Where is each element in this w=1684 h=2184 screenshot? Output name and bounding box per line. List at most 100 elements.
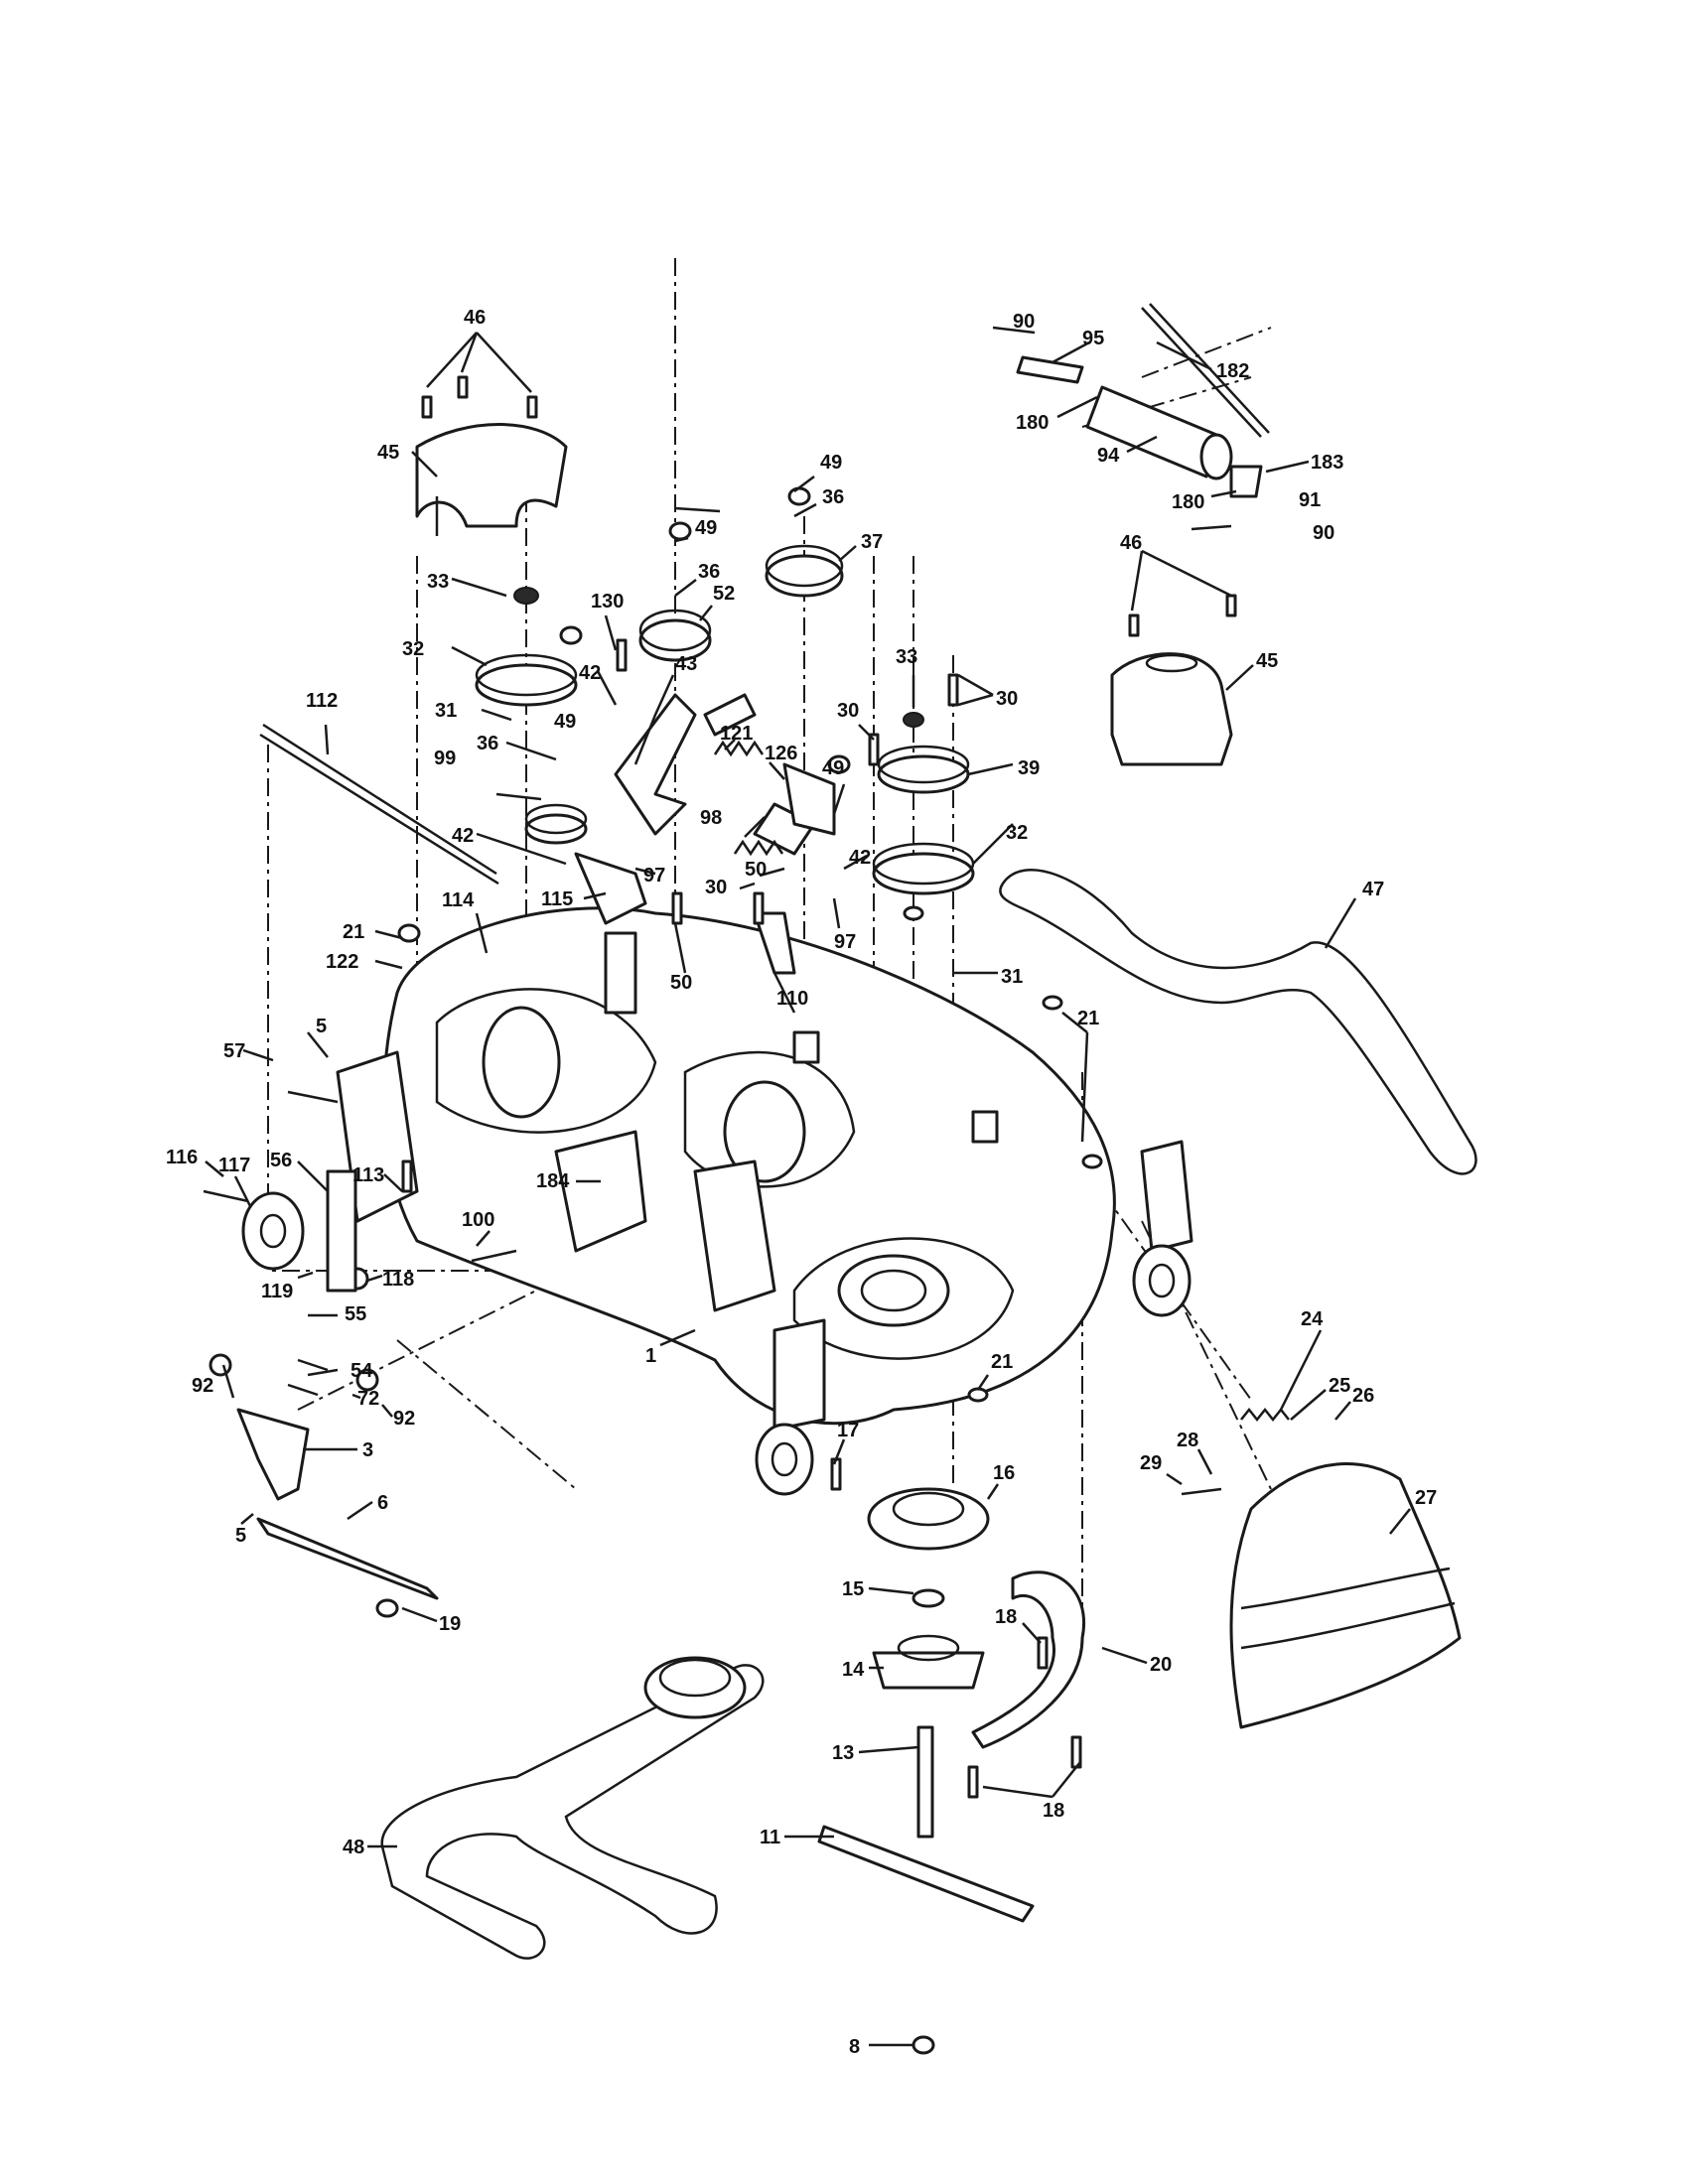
- callout-36: 36: [698, 561, 720, 583]
- callout-30: 30: [837, 700, 859, 722]
- callout-110: 110: [776, 988, 808, 1010]
- callout-30: 30: [996, 688, 1018, 710]
- callout-182: 182: [1216, 360, 1249, 382]
- callout-72: 72: [357, 1388, 379, 1410]
- callout-17: 17: [837, 1420, 859, 1441]
- callout-126: 126: [765, 743, 797, 764]
- callout-43: 43: [675, 653, 697, 675]
- callout-11: 11: [760, 1827, 780, 1848]
- callout-42: 42: [849, 847, 871, 869]
- callout-114: 114: [442, 889, 475, 911]
- callout-46: 46: [1120, 532, 1142, 554]
- callout-49: 49: [822, 757, 844, 779]
- callout-21: 21: [991, 1351, 1013, 1373]
- callout-49: 49: [695, 517, 717, 539]
- callout-112: 112: [306, 690, 338, 712]
- callout-115: 115: [541, 888, 573, 910]
- callout-100: 100: [462, 1209, 494, 1231]
- callout-21: 21: [1077, 1008, 1099, 1029]
- callout-21: 21: [343, 921, 364, 943]
- callout-33: 33: [896, 646, 917, 668]
- callout-113: 113: [352, 1164, 384, 1186]
- callout-29: 29: [1140, 1452, 1162, 1474]
- callout-183: 183: [1311, 452, 1343, 474]
- callout-1: 1: [645, 1345, 656, 1367]
- callout-118: 118: [382, 1269, 414, 1291]
- callout-5: 5: [316, 1016, 327, 1037]
- callout-6: 6: [377, 1492, 388, 1514]
- callout-25: 25: [1329, 1375, 1350, 1397]
- callout-130: 130: [591, 591, 624, 613]
- callout-18: 18: [1043, 1800, 1064, 1822]
- callout-180: 180: [1016, 412, 1049, 434]
- mower-deck: [336, 906, 1193, 1432]
- callout-labels: 46 45 33 32 31 36 49 99 42 112 130 42 43…: [166, 307, 1437, 2058]
- callout-20: 20: [1150, 1654, 1172, 1676]
- callout-50: 50: [670, 972, 692, 994]
- callout-54: 54: [351, 1360, 373, 1382]
- callout-99: 99: [434, 748, 456, 769]
- callout-45: 45: [1256, 650, 1278, 672]
- callout-30: 30: [705, 877, 727, 898]
- callout-56: 56: [270, 1150, 292, 1171]
- callout-184: 184: [536, 1170, 570, 1192]
- left-gauge-wheel: [203, 1090, 517, 1293]
- callout-48: 48: [343, 1837, 364, 1858]
- callout-94: 94: [1097, 445, 1120, 467]
- idler-arms: [574, 693, 836, 975]
- callout-52: 52: [713, 583, 735, 605]
- pulleys: [475, 544, 975, 895]
- callout-55: 55: [345, 1303, 366, 1325]
- roller-assembly: [1016, 303, 1270, 498]
- callout-24: 24: [1301, 1308, 1324, 1330]
- leader-lines: [205, 326, 1411, 2047]
- belt-cover-right: [1110, 652, 1233, 766]
- callout-8: 8: [849, 2036, 860, 2058]
- callout-27: 27: [1415, 1487, 1437, 1509]
- callout-28: 28: [1177, 1430, 1198, 1451]
- callout-117: 117: [218, 1155, 250, 1176]
- callout-45: 45: [377, 442, 399, 464]
- callout-26: 26: [1352, 1385, 1374, 1407]
- callout-36: 36: [822, 486, 844, 508]
- deck-belt: [999, 869, 1477, 1175]
- callout-180: 180: [1172, 491, 1204, 513]
- callout-98: 98: [700, 807, 722, 829]
- callout-32: 32: [1006, 822, 1028, 844]
- callout-91: 91: [1299, 489, 1321, 511]
- callout-19: 19: [439, 1613, 461, 1635]
- callout-47: 47: [1362, 879, 1384, 900]
- callout-119: 119: [261, 1281, 293, 1302]
- callout-33: 33: [427, 571, 449, 593]
- callout-49: 49: [820, 452, 842, 474]
- callout-116: 116: [166, 1147, 198, 1168]
- drive-belt: [380, 1656, 765, 1960]
- callout-37: 37: [861, 531, 883, 553]
- callout-39: 39: [1018, 757, 1040, 779]
- callout-97: 97: [834, 931, 856, 953]
- callout-95: 95: [1082, 328, 1104, 349]
- callout-32: 32: [402, 638, 424, 660]
- callout-13: 13: [832, 1742, 854, 1764]
- belt-cover-left: [415, 423, 568, 536]
- callout-16: 16: [993, 1462, 1015, 1484]
- hanger-bracket: [236, 1358, 439, 1600]
- callout-122: 122: [326, 951, 358, 973]
- callout-31: 31: [1001, 966, 1023, 988]
- discharge-chute: [1181, 1462, 1462, 1729]
- callout-57: 57: [223, 1040, 245, 1062]
- callout-49: 49: [554, 711, 576, 733]
- callout-92: 92: [192, 1375, 213, 1397]
- callout-15: 15: [842, 1578, 864, 1600]
- deck-wheels: [755, 1244, 1192, 1496]
- callout-42: 42: [579, 662, 601, 684]
- callout-31: 31: [435, 700, 457, 722]
- callout-121: 121: [720, 723, 753, 745]
- deck-rod: [259, 723, 499, 886]
- callout-36: 36: [477, 733, 498, 754]
- callout-90: 90: [1313, 522, 1334, 544]
- callout-92: 92: [393, 1408, 415, 1430]
- callout-3: 3: [362, 1439, 373, 1461]
- spindle-assembly: [817, 1487, 1085, 1923]
